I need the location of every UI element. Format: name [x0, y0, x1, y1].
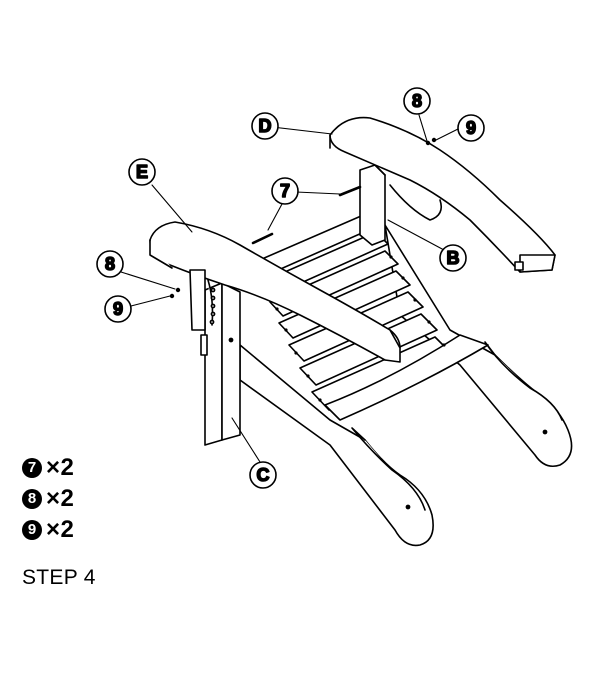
svg-text:8: 8 [412, 91, 422, 111]
bolt-7-left [251, 232, 274, 245]
front-leg-c [200, 282, 241, 446]
callout-9-top: 9 [457, 114, 485, 142]
part-number-badge: 7 [22, 457, 42, 478]
parts-list-row-8: 8 ×2 [22, 483, 74, 514]
parts-list-row-7: 7 ×2 [22, 452, 74, 483]
svg-text:7: 7 [280, 181, 290, 201]
part-quantity: ×2 [46, 453, 75, 481]
callout-e: E [128, 158, 156, 186]
callout-8-top: 8 [403, 87, 431, 115]
step-label: STEP 4 [22, 566, 96, 589]
svg-text:9: 9 [466, 118, 476, 138]
armrest-d [329, 116, 556, 273]
svg-text:9: 9 [113, 299, 123, 319]
washer-nut-top [425, 137, 437, 146]
callout-b: B [439, 244, 467, 272]
washer-nut-left [169, 287, 181, 299]
leader-lines [120, 114, 459, 463]
bolt-7-top [338, 185, 362, 197]
svg-text:B: B [447, 248, 460, 268]
right-runner [384, 224, 573, 468]
part-quantity: ×2 [46, 484, 75, 512]
svg-text:D: D [259, 116, 272, 136]
chain-bracket [189, 269, 216, 331]
part-number-badge: 9 [22, 519, 42, 540]
parts-list-row-9: 9 ×2 [22, 514, 74, 545]
svg-text:8: 8 [105, 254, 115, 274]
part-number-badge: 8 [22, 488, 42, 509]
rear-post [359, 164, 386, 246]
svg-text:C: C [257, 465, 270, 485]
callout-d: D [251, 112, 279, 140]
armrest-e [149, 221, 401, 363]
part-quantity: ×2 [46, 515, 75, 543]
parts-list: 7 ×2 8 ×2 9 ×2 [22, 452, 74, 545]
callout-8-left: 8 [96, 250, 124, 278]
callout-7: 7 [271, 177, 299, 205]
svg-text:E: E [136, 162, 148, 182]
callout-c: C [249, 461, 277, 489]
callout-9-left: 9 [104, 295, 132, 323]
left-runner [239, 344, 434, 547]
